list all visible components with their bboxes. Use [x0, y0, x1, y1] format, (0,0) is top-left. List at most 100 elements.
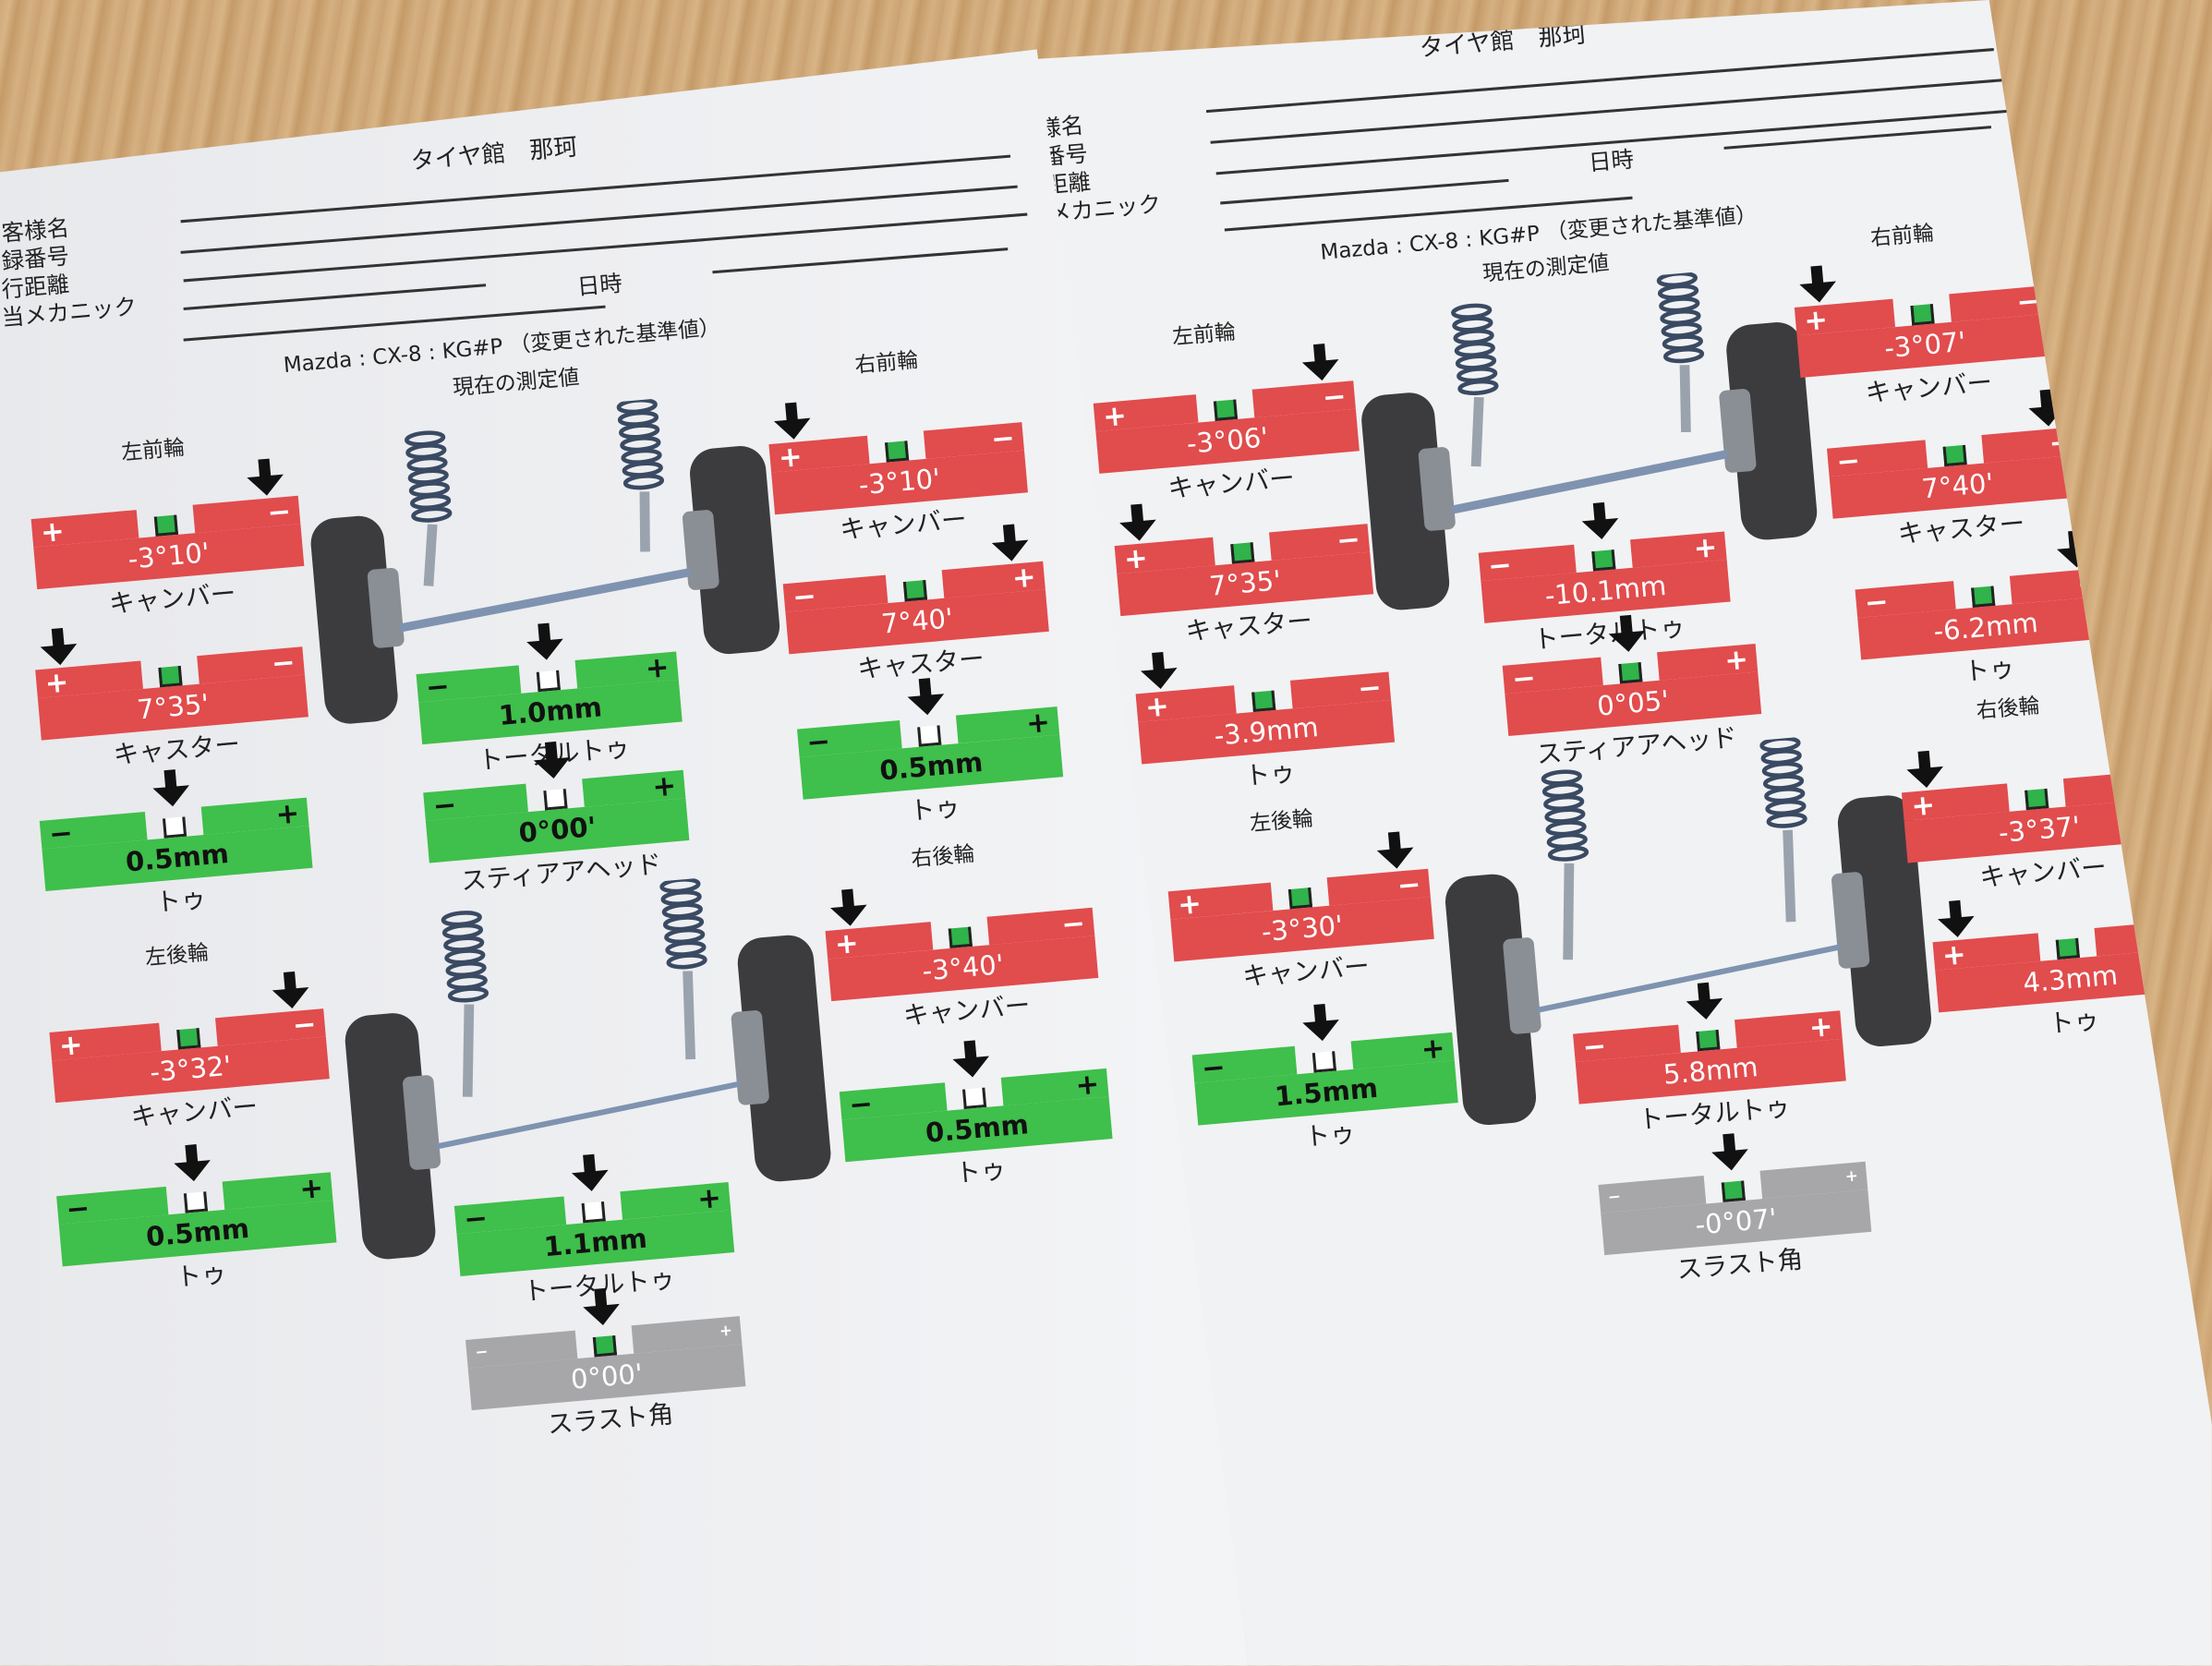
plus-icon: −: [431, 787, 458, 824]
plus-icon: −: [1510, 659, 1538, 696]
plus-icon: −: [989, 419, 1017, 456]
plus-icon: −: [1335, 521, 1362, 558]
target-notch: [542, 789, 567, 811]
target-notch: [162, 816, 187, 839]
target-notch: [902, 580, 927, 602]
form-fill-line: [180, 154, 1011, 223]
target-notch: [592, 1335, 617, 1358]
form-fill-line: [1220, 178, 1509, 205]
plus-icon: −: [1356, 670, 1384, 706]
gauge-rr-camber: +−-3°37'キャンバー: [1901, 767, 2178, 900]
gauge-lf-camber: +−-3°06'キャンバー: [1093, 379, 1363, 512]
minus-icon: +: [1722, 641, 1750, 678]
wheel-label-right-front: 右前輪: [853, 346, 920, 379]
target-notch: [2025, 788, 2049, 811]
plus-icon: −: [64, 1190, 91, 1226]
gauge-lf-caster: +−7°35'キャスター: [1114, 521, 1377, 654]
minus-icon: +: [1101, 397, 1129, 434]
target-notch: [535, 670, 561, 693]
minus-icon: +: [273, 795, 301, 832]
minus-icon: +: [1843, 1166, 1859, 1187]
target-notch: [1942, 444, 1967, 467]
plus-icon: −: [1059, 905, 1087, 942]
wheel-label-right-rear: 右後輪: [910, 840, 976, 872]
gauge-lr-camber: +−-3°32'キャンバー: [49, 1006, 332, 1141]
gauge-steer-ahead: −+0°05'スティアアヘッド: [1502, 641, 1765, 774]
target-notch: [158, 665, 183, 688]
minus-icon: +: [718, 1321, 733, 1341]
shop-title: タイヤ館 那珂: [1418, 20, 1588, 64]
gauge-rf-camber: +−-3°10'キャンバー: [768, 419, 1031, 552]
target-notch: [948, 926, 973, 948]
minus-icon: +: [1010, 559, 1037, 596]
minus-icon: +: [1143, 688, 1171, 725]
measurement-subtitle: 現在の測定値: [452, 364, 581, 401]
wheel-label-left-front: 左前輪: [1171, 319, 1237, 350]
target-notch: [1618, 662, 1643, 684]
minus-icon: +: [1024, 704, 1052, 741]
plus-icon: −: [270, 644, 297, 681]
minus-icon: +: [297, 1170, 325, 1206]
minus-icon: +: [833, 925, 861, 961]
gauge-lf-caster: +−7°35'キャスター: [35, 644, 311, 778]
minus-icon: +: [777, 439, 804, 475]
plus-icon: −: [462, 1200, 490, 1237]
front-suspension-illustration: [1348, 263, 1826, 619]
target-notch: [183, 1191, 208, 1213]
target-notch: [1213, 399, 1238, 422]
minus-icon: +: [39, 513, 66, 549]
wheel-label-right-front: 右前輪: [1869, 220, 1935, 251]
wheel-label-left-front: 左前輪: [120, 434, 186, 465]
date-label: 日時: [575, 270, 623, 301]
wheel-label-left-rear: 左後輪: [1249, 805, 1314, 837]
target-notch: [961, 1087, 987, 1110]
minus-icon: +: [1073, 1066, 1101, 1103]
front-suspension-illustration: [298, 390, 789, 732]
minus-icon: +: [695, 1179, 723, 1216]
shop-title: タイヤ館 那珂: [409, 133, 579, 176]
gauge-thrust-angle: −+0°00'スラスト角: [465, 1316, 749, 1448]
target-notch: [1311, 1051, 1336, 1073]
plus-icon: −: [1607, 1187, 1622, 1207]
plus-icon: −: [47, 815, 75, 851]
wheel-label-left-rear: 左後輪: [144, 939, 210, 971]
gauge-rf-camber: +−-3°07'キャンバー: [1794, 283, 2057, 416]
form-fill-line: [183, 284, 487, 311]
gauge-thrust-angle: −+-0°07'スラスト角: [1598, 1161, 1875, 1293]
gauge-rf-caster: −+7°40'キャスター: [782, 559, 1053, 693]
target-notch: [1971, 586, 1996, 608]
gauge-rf-caster: −+7°40'キャスター: [1826, 424, 2089, 557]
rear-suspension-illustration: [331, 868, 840, 1268]
minus-icon: +: [1802, 301, 1830, 338]
minus-icon: +: [1420, 1030, 1446, 1067]
form-fill-line: [1205, 48, 1994, 114]
plus-icon: −: [2014, 283, 2042, 320]
scale-right: [2094, 919, 2203, 957]
minus-icon: +: [1909, 787, 1937, 824]
target-notch: [1287, 887, 1312, 910]
scale-right: [2062, 769, 2171, 807]
gauge-lf-camber: +−-3°10'キャンバー: [30, 494, 308, 627]
plus-icon: −: [1580, 1028, 1608, 1065]
minus-icon: +: [43, 664, 70, 701]
minus-icon: +: [1940, 936, 1968, 972]
plus-icon: −: [2136, 767, 2163, 803]
target-notch: [1230, 542, 1255, 564]
rear-suspension-illustration: [1431, 728, 1940, 1135]
minus-icon: +: [2047, 424, 2074, 461]
target-notch: [153, 514, 178, 537]
minus-icon: +: [1807, 1008, 1834, 1044]
plus-icon: −: [1834, 442, 1862, 479]
minus-icon: +: [644, 649, 671, 685]
target-notch: [1721, 1180, 1746, 1202]
plus-icon: −: [291, 1006, 318, 1043]
